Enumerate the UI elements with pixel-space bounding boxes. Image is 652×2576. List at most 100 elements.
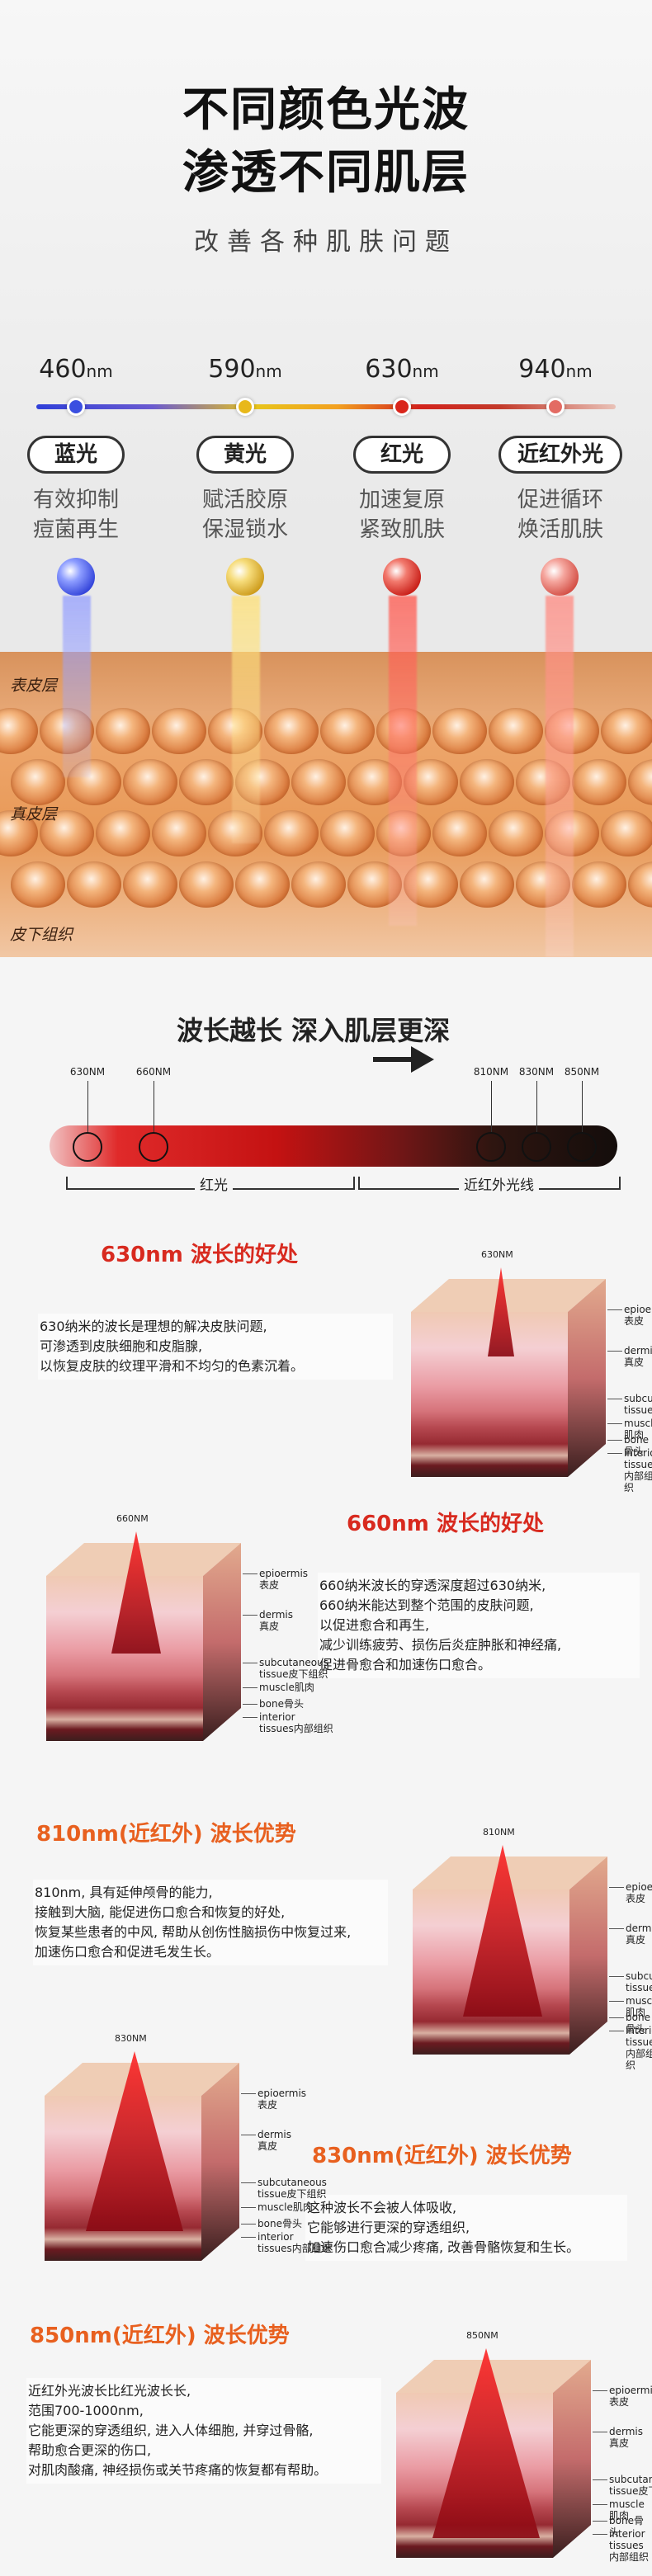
layer-label-cn: tissues内部组织 <box>609 2540 650 2563</box>
section-heading-wavelength: 850nm(近红外) <box>30 2324 196 2348</box>
section-heading-benefit: 波长优势 <box>485 2144 572 2168</box>
layer-label-cn: 表皮 <box>624 1315 645 1327</box>
skin-cell <box>460 759 514 805</box>
label-tick <box>243 1687 257 1688</box>
label-tick <box>607 1440 622 1441</box>
laser-cone-icon <box>486 1266 516 1363</box>
layer-label-cn: tissue皮下组织 <box>257 2188 327 2200</box>
layer-label-en: interior <box>609 2528 645 2540</box>
layer-label: muscle肌肉 <box>259 1682 314 1693</box>
skin-layers: 表皮层 真皮层 皮下组织 <box>0 652 652 957</box>
cell-row <box>0 810 652 860</box>
skin-cell <box>96 810 150 856</box>
skin-cell <box>96 708 150 754</box>
label-tick <box>593 2504 607 2505</box>
wavelength-nir: 940nm <box>518 355 593 384</box>
effect-nir: 促进循环焕活肌肤 <box>517 488 603 542</box>
skin-cell <box>601 810 652 856</box>
skin-cell <box>123 759 177 805</box>
light-name-red: 红光 <box>353 436 451 474</box>
layer-label-cn: 真皮 <box>626 1934 646 1946</box>
description-line: 可渗透到皮肤细胞和皮脂腺, <box>40 1338 203 1354</box>
section-heading-wavelength: 630nm <box>101 1243 183 1267</box>
layer-label-en: dermis <box>626 1923 652 1934</box>
description-line: 接触到大脑, 能促进伤口愈合和恢复的好处, <box>35 1904 286 1920</box>
layer-label-cn: 真皮 <box>624 1356 645 1368</box>
cone-wavelength-label: 850NM <box>466 2330 498 2341</box>
marker-circle <box>522 1132 551 1162</box>
marker-label: 850NM <box>564 1066 600 1078</box>
description-line: 以恢复皮肤的纹理平滑和不均匀的色素沉着。 <box>40 1358 305 1374</box>
cone-wavelength-label: 660NM <box>116 1513 149 1524</box>
layer-label-en: bone骨头 <box>257 2218 302 2229</box>
laser-cone-icon <box>84 2050 185 2238</box>
skin-cell <box>179 759 234 805</box>
layer-label-en: subcutaneous <box>626 1970 652 1982</box>
label-tick <box>607 1453 622 1454</box>
skin-cell <box>40 810 94 856</box>
description-line: 促进骨愈合和加速伤口愈合。 <box>319 1657 492 1673</box>
nir-range-label: 近红外光线 <box>459 1173 539 1194</box>
layer-label-dermis: 真皮层 <box>10 805 58 823</box>
layer-label: bone骨头 <box>609 2515 652 2538</box>
skin-cell <box>291 861 346 908</box>
layer-label-cn: tissues内部组织 <box>259 1723 333 1734</box>
layer-label-cn: 真皮 <box>609 2437 630 2449</box>
layer-label-en: epioermis <box>259 1568 309 1579</box>
description-line: 范围700-1000nm, <box>28 2403 144 2418</box>
layer-label-en: epioermis <box>626 1881 652 1893</box>
layer-label: muscle肌肉 <box>626 1995 652 2018</box>
layer-label-en: muscle肌肉 <box>626 1995 652 2018</box>
marker-line <box>536 1081 537 1132</box>
layer-label: muscle肌肉 <box>257 2201 313 2213</box>
laser-cone-icon <box>110 1530 163 1660</box>
section-description: 630纳米的波长是理想的解决皮肤问题,可渗透到皮肤细胞和皮脂腺,以恢复皮肤的纹理… <box>38 1314 393 1380</box>
layer-label-en: epioermis <box>624 1304 652 1315</box>
layer-label: bone骨头 <box>259 1698 304 1710</box>
spectrum-line <box>36 404 616 409</box>
scale-title: 波长越长 深入肌层更深 <box>177 1015 451 1046</box>
skin-cell <box>152 810 206 856</box>
skin-cell <box>628 759 652 805</box>
layer-label-en: muscle肌肉 <box>624 1418 652 1441</box>
skin-cell <box>432 810 487 856</box>
skin-cell <box>264 810 319 856</box>
beam-blue <box>63 596 91 777</box>
effect-blue: 有效抑制痘菌再生 <box>32 488 119 542</box>
skin-cell <box>235 861 290 908</box>
label-tick <box>607 1351 622 1352</box>
layer-label-cn: 真皮 <box>257 2140 278 2152</box>
skin-cell <box>67 861 121 908</box>
section-heading-benefit: 波长的好处 <box>436 1512 544 1536</box>
skin-cell <box>264 708 319 754</box>
layer-label-cn: 表皮 <box>257 2099 278 2111</box>
light-name-yellow: 黄光 <box>196 436 294 474</box>
wavelength-red: 630nm <box>365 355 439 384</box>
arrow-right-icon <box>373 1057 414 1062</box>
skin-cell <box>123 861 177 908</box>
skin-cell <box>320 708 375 754</box>
label-tick <box>607 1309 622 1310</box>
skin-cell <box>572 861 626 908</box>
description-line: 810nm, 具有延伸颅骨的能力, <box>35 1885 213 1900</box>
section-heading: 660nm 波长的好处 <box>347 1507 544 1537</box>
label-tick <box>607 1423 622 1424</box>
description-line: 它能更深的穿透组织, 进入人体细胞, 并穿过骨骼, <box>28 2423 314 2438</box>
layer-label-en: subcutaneous <box>259 1657 328 1668</box>
layer-label-en: muscle肌肉 <box>609 2498 645 2522</box>
marker-line <box>582 1081 583 1132</box>
skin-cell <box>601 708 652 754</box>
cone-wavelength-label: 830NM <box>115 2033 147 2044</box>
description-line: 加速伤口愈合减少疼痛, 改善骨骼恢复和生长。 <box>307 2239 580 2255</box>
marker-circle <box>139 1132 168 1162</box>
